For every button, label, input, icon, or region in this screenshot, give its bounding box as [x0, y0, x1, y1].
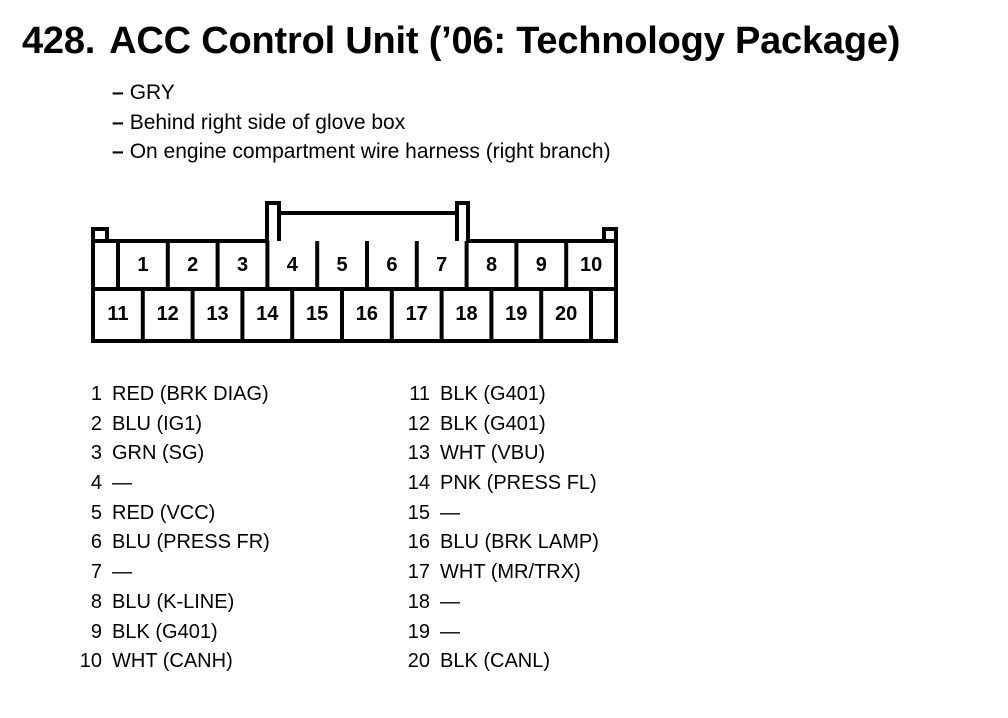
note-location: Behind right side of glove box [129, 110, 406, 134]
pin-description: — [440, 620, 460, 643]
pin-number: 14 [407, 472, 430, 495]
connector-pin-4: 4 [287, 254, 299, 276]
pin-row: 2 BLU (IG1) [78, 410, 270, 440]
pin-row: 16 BLU (BRK LAMP) [406, 528, 599, 558]
pin-number: 1 [90, 383, 102, 405]
pin-row: 6 BLU (PRESS FR) [78, 528, 270, 558]
pin-row: 18 — [406, 588, 599, 618]
connector-pin-17: 17 [406, 303, 428, 325]
pin-number: 10 [79, 650, 102, 673]
pin-description: — [440, 501, 460, 524]
connector-pin-19: 19 [505, 303, 527, 325]
connector-pin-14: 14 [256, 303, 279, 325]
connector-pin-20: 20 [555, 303, 577, 325]
pin-description: — [440, 590, 460, 613]
connector-pin-8: 8 [486, 254, 497, 276]
pin-description: WHT (MR/TRX) [440, 561, 581, 584]
pin-row: 12 BLK (G401) [406, 410, 599, 440]
page-title: 428. ACC Control Unit (’06: Technology Pa… [22, 20, 900, 63]
connector-pin-10: 10 [580, 254, 602, 276]
connector-pin-12: 12 [157, 303, 179, 325]
connector-pin-13: 13 [206, 303, 228, 325]
pin-number: 8 [90, 590, 102, 613]
pin-description: RED (BRK DIAG) [112, 383, 269, 405]
pin-row: 11 BLK (G401) [406, 380, 599, 410]
connector-pin-11: 11 [107, 303, 128, 325]
pin-description: BLK (G401) [440, 412, 546, 435]
pin-row: 7— [78, 558, 270, 588]
housing-key [93, 213, 616, 243]
connector-pin-9: 9 [536, 254, 547, 276]
connector-pin-3: 3 [237, 254, 248, 276]
pin-row: 4— [78, 469, 270, 499]
pin-number: 20 [407, 650, 430, 673]
pin-description: GRN (SG) [112, 442, 205, 465]
pin-description: — [112, 561, 132, 584]
pin-description: BLU (BRK LAMP) [440, 531, 599, 554]
pin-description: RED (VCC) [112, 501, 216, 524]
pin-number: 12 [407, 412, 430, 435]
title-text: ACC Control Unit (’06: Technology Packag… [109, 20, 901, 62]
pin-row: 20 BLK (CANL) [406, 647, 599, 677]
pin-number: 7 [90, 561, 102, 584]
pin-row: 3 GRN (SG) [78, 439, 270, 469]
pin-number: 9 [90, 620, 102, 643]
pin-number: 19 [407, 620, 430, 643]
pin-number: 18 [407, 590, 430, 613]
pin-row: 1 RED (BRK DIAG) [78, 380, 270, 410]
note-item: –GRY [112, 78, 611, 108]
note-item: –Behind right side of glove box [112, 108, 611, 138]
pin-row: 9 BLK (G401) [78, 618, 270, 648]
pin-number: 2 [90, 412, 102, 435]
note-dash: – [112, 110, 124, 134]
connector-pin-5: 5 [337, 254, 348, 276]
pin-row: 8 BLU (K-LINE) [78, 588, 270, 618]
connector-pin-18: 18 [455, 303, 477, 325]
pin-description: — [112, 472, 132, 495]
pin-number: 13 [407, 442, 430, 465]
pin-row: 19 — [406, 618, 599, 648]
connector-notes: –GRY –Behind right side of glove box –On… [112, 78, 611, 167]
pin-number: 4 [90, 472, 102, 495]
note-color: GRY [129, 81, 175, 104]
pin-description: BLU (IG1) [112, 412, 203, 435]
pin-description: PNK (PRESS FL) [440, 472, 597, 495]
note-harness: On engine compartment wire harness (righ… [129, 140, 611, 163]
note-dash: – [112, 140, 124, 163]
connector-pin-15: 15 [306, 303, 328, 325]
pin-number: 6 [90, 531, 102, 554]
connector-pin-6: 6 [386, 254, 397, 276]
pin-row: 17 WHT (MR/TRX) [406, 558, 599, 588]
pin-row: 5 RED (VCC) [78, 499, 270, 529]
pin-description: WHT (VBU) [440, 442, 546, 465]
pin-description: BLU (PRESS FR) [112, 531, 270, 554]
pin-description: BLK (CANL) [440, 650, 551, 673]
note-item: –On engine compartment wire harness (rig… [112, 137, 611, 167]
pin-description: BLK (G401) [440, 383, 546, 405]
connector-pin-1: 1 [137, 254, 148, 276]
pin-number: 17 [407, 561, 430, 584]
connector-pin-7: 7 [436, 254, 447, 276]
pin-number: 5 [90, 501, 102, 524]
pin-row: 15 — [406, 499, 599, 529]
pin-number: 11 [409, 383, 430, 405]
title-number: 428. [22, 20, 96, 62]
pin-description: WHT (CANH) [112, 650, 233, 673]
connector-pin-16: 16 [356, 303, 378, 325]
pin-description: BLK (G401) [112, 620, 218, 643]
pin-number: 16 [407, 531, 430, 554]
pin-description: BLU (K-LINE) [112, 590, 235, 613]
note-dash: – [112, 81, 124, 104]
pin-number: 3 [90, 442, 102, 465]
pin-row: 14 PNK (PRESS FL) [406, 469, 599, 499]
connector-pin-2: 2 [187, 254, 198, 276]
pin-number: 15 [407, 501, 430, 524]
pin-row: 13 WHT (VBU) [406, 439, 599, 469]
pin-row: 10 WHT (CANH) [78, 647, 270, 677]
